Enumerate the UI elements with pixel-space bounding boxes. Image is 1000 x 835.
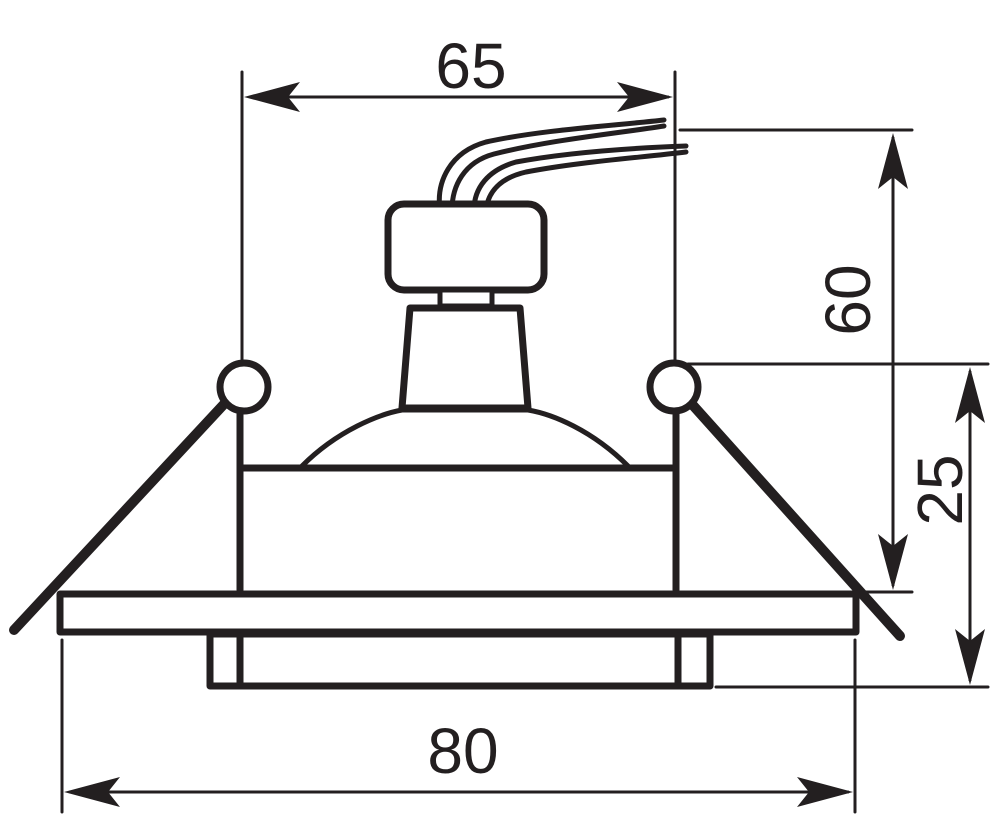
connector-block: [384, 200, 548, 294]
arrow-top-25: [955, 367, 985, 423]
wire-lower: [471, 143, 689, 213]
connector-neck: [437, 287, 495, 309]
spring-clip-right: [685, 397, 905, 641]
pivot-right-icon: [646, 359, 702, 415]
arrow-top-60: [878, 133, 908, 189]
lamp-socket: [398, 304, 532, 412]
arrow-left-80: [64, 777, 120, 807]
label-25: 25: [904, 454, 976, 525]
label-80: 80: [427, 715, 498, 787]
wire-lower-inner: [483, 149, 689, 213]
dimension-25: [955, 367, 985, 685]
lens-ring: [206, 630, 714, 690]
trim-flange: [56, 590, 860, 636]
dimension-60: [878, 133, 908, 590]
dimension-65: [244, 82, 673, 112]
wire-upper: [436, 117, 667, 213]
arrow-bottom-25: [955, 629, 985, 685]
label-60: 60: [812, 264, 884, 335]
spring-clip-left: [9, 397, 231, 635]
dimension-80: [64, 777, 853, 807]
reflector-dome: [299, 407, 631, 469]
pivot-left-icon: [216, 359, 272, 415]
label-65: 65: [435, 30, 506, 102]
arrow-right-80: [797, 777, 853, 807]
wires: [436, 117, 689, 213]
arrow-left-65: [244, 82, 300, 112]
arrow-bottom-60: [878, 534, 908, 590]
arrow-right-65: [617, 82, 673, 112]
wire-upper-inner: [449, 123, 667, 213]
extension-lines: [60, 70, 990, 814]
